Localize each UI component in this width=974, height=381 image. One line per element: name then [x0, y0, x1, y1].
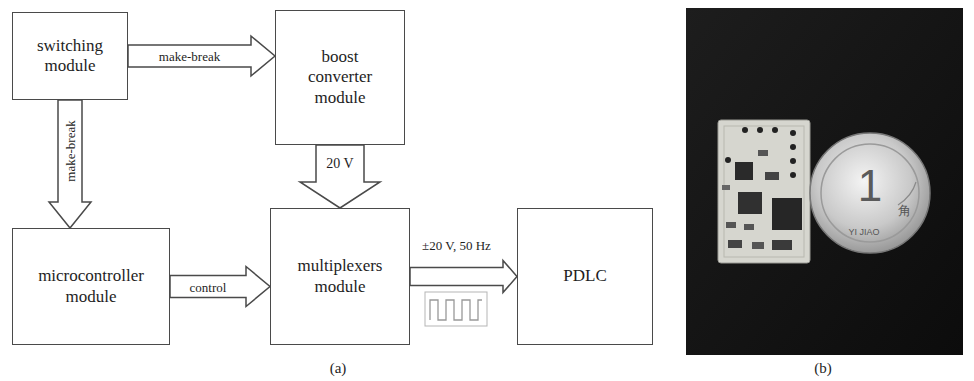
photo-panel	[686, 8, 963, 355]
signal-label: control	[190, 280, 227, 293]
coin-numeral: 1	[858, 164, 882, 208]
process-box: switching module	[12, 12, 128, 100]
process-box: boost converter module	[275, 10, 405, 145]
block-arrow	[300, 145, 380, 208]
square-wave-inset	[425, 292, 487, 326]
coin-inscription: YI JIAO	[848, 228, 879, 237]
block-arrow	[410, 261, 517, 293]
signal-label: ±20 V, 50 Hz	[422, 238, 491, 251]
signal-label: 20 V	[326, 157, 353, 171]
panel-label: (b)	[814, 361, 832, 376]
signal-label: make-break	[159, 50, 220, 63]
block-arrow	[170, 267, 270, 307]
block-arrow	[128, 36, 275, 76]
node-label: boost converter module	[294, 47, 386, 108]
device-box: PDLC	[517, 208, 653, 345]
coin-character: 角	[898, 204, 911, 217]
panel-label: (a)	[330, 361, 347, 376]
process-box: multiplexers module	[270, 208, 410, 345]
node-label: PDLC	[563, 266, 606, 286]
pcb-board	[718, 120, 810, 263]
signal-label: make-break	[64, 120, 77, 181]
process-box: microcontroller module	[12, 228, 170, 345]
node-label: microcontroller module	[21, 266, 161, 307]
block-arrow	[49, 100, 91, 228]
node-label: switching module	[20, 36, 120, 77]
node-label: multiplexers module	[279, 256, 401, 297]
coin	[810, 133, 930, 253]
